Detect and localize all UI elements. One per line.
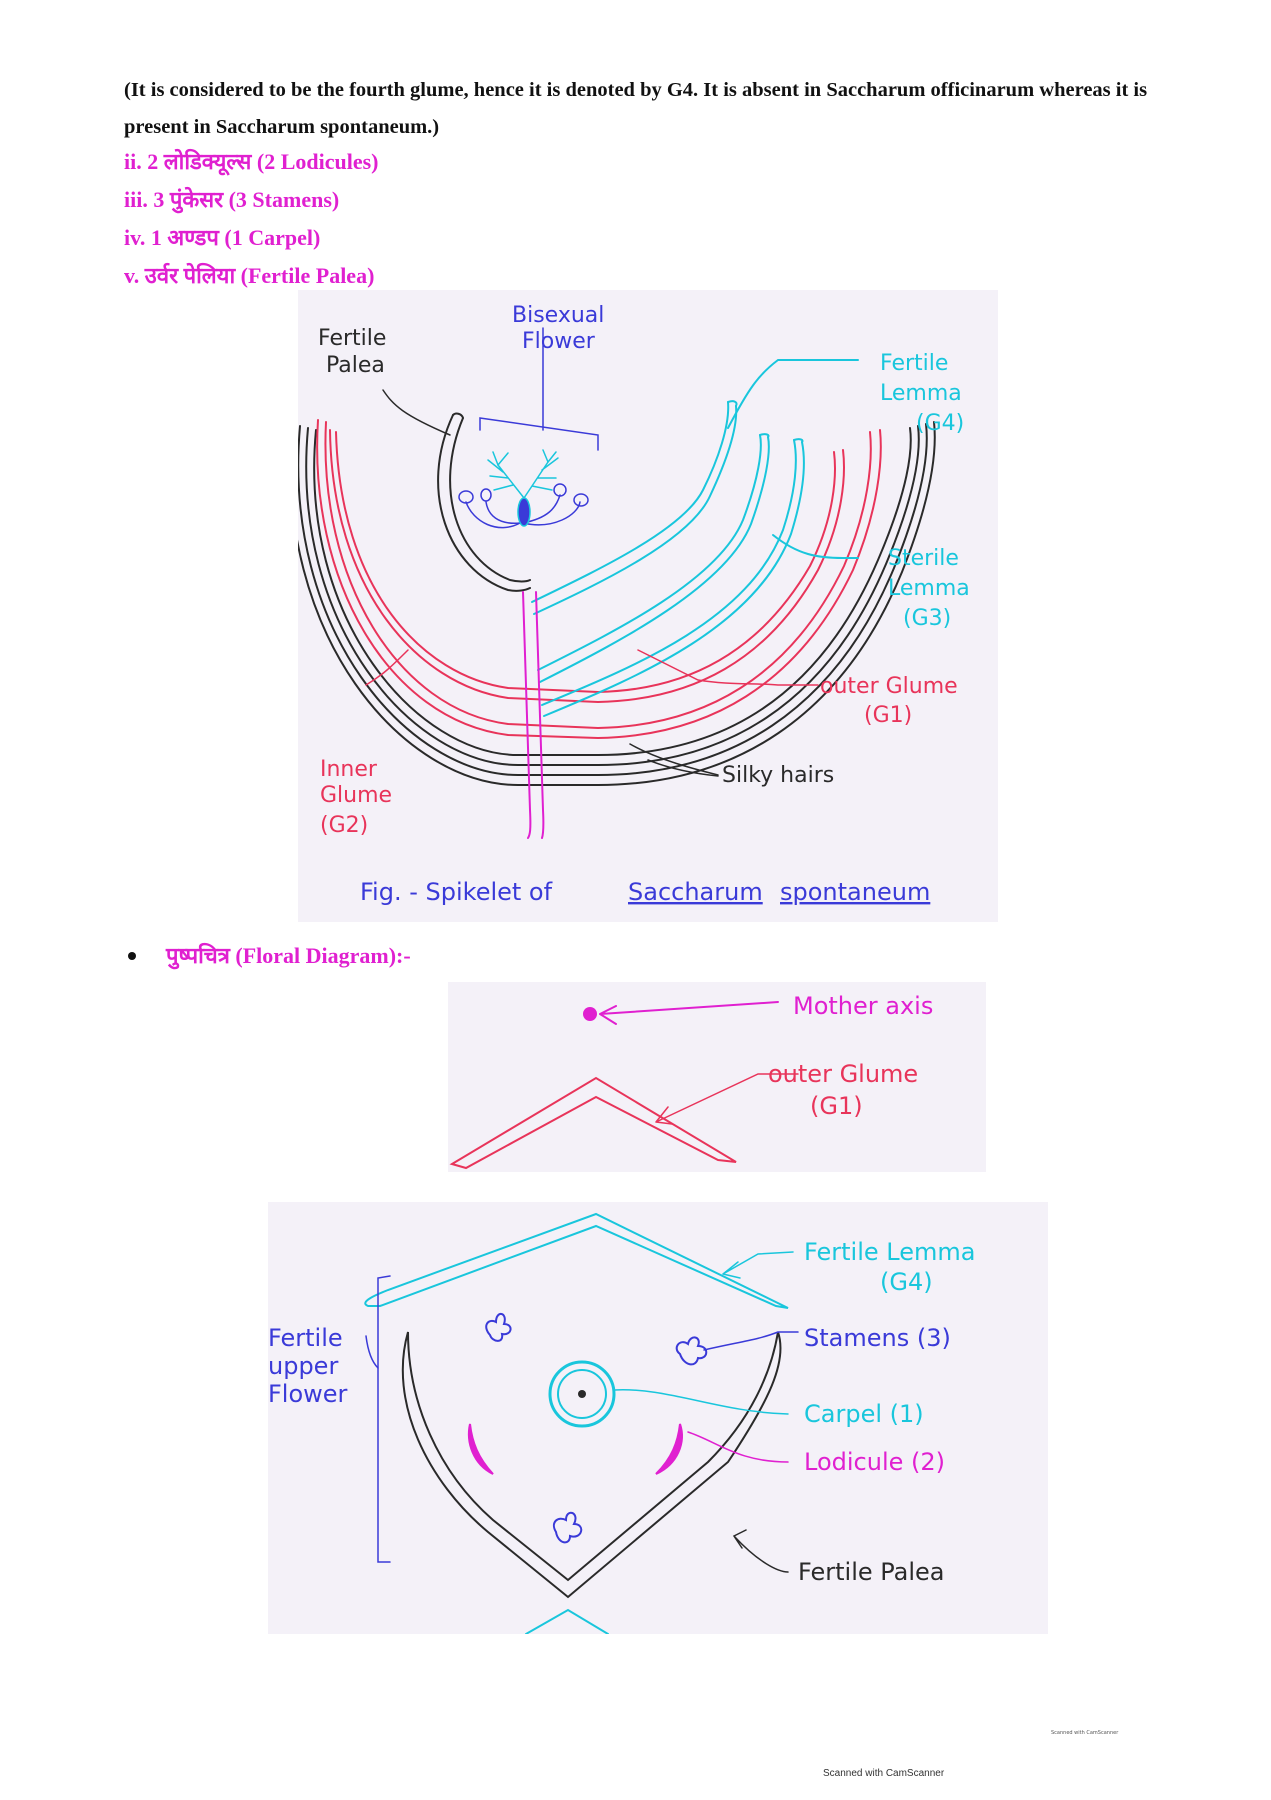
label-fertile-lemma-1: Fertile [880,351,948,376]
label-fertile-lemma-fd-2: (G4) [880,1268,933,1296]
label-fertile-upper-2: upper [268,1352,338,1380]
mother-axis-dot [583,1007,597,1021]
label-bisexual-2: Flower [522,329,596,354]
label-outer-glume-top-2: (G1) [810,1092,863,1120]
spikelet-figure: Fertile Palea Bisexual Flower Fertile Le… [298,290,998,922]
label-mother-axis: Mother axis [793,992,933,1020]
label-fertile-palea-1: Fertile [318,326,386,351]
caption-genus: Saccharum [628,878,763,906]
list-item-stamens: iii. 3 पुंकेसर (3 Stamens) [124,187,340,212]
label-fertile-upper-1: Fertile [268,1324,343,1352]
label-fertile-lemma-2: Lemma [880,381,962,406]
spikelet-drawing: Fertile Palea Bisexual Flower Fertile Le… [298,303,970,906]
label-inner-glume-2: Glume [320,783,392,808]
label-inner-glume-1: Inner [320,757,378,782]
floral-bottom-drawing: Fertile Lemma (G4) Stamens (3) Carpel (1… [268,1212,975,1634]
label-sterile-lemma-1: Sterile [888,546,959,571]
label-fertile-upper-3: Flower [268,1380,348,1408]
list-item-carpel: iv. 1 अण्डप (1 Carpel) [124,225,321,250]
bullet-dot [128,952,136,960]
label-sterile-lemma-2: Lemma [888,576,970,601]
label-outer-glume-1: outer Glume [820,674,958,699]
list-item-lodicules: ii. 2 लोडिक्यूल्स (2 Lodicules) [124,149,379,174]
label-fertile-lemma-fd-1: Fertile Lemma [804,1238,975,1266]
label-outer-glume-2: (G1) [864,703,912,728]
scan-watermark: Scanned with CamScanner [823,1768,945,1779]
floral-diagram-title: पुष्पचित्र (Floral Diagram):- [166,943,411,968]
floral-diagram-bottom: Fertile Lemma (G4) Stamens (3) Carpel (1… [268,1202,1048,1634]
carpel-center [578,1390,586,1398]
caption-prefix: Fig. - Spikelet of [360,878,553,906]
label-carpel: Carpel (1) [804,1400,924,1428]
floral-top-drawing: Mother axis outer Glume (G1) [449,992,933,1170]
floral-diagram-top: Mother axis outer Glume (G1) [448,982,986,1172]
label-sterile-lemma-3: (G3) [903,606,951,631]
label-silky-hairs: Silky hairs [722,763,834,788]
caption-species: spontaneum [780,878,930,906]
list-item-palea: v. उर्वर पेलिया (Fertile Palea) [124,263,375,288]
label-inner-glume-3: (G2) [320,813,368,838]
scan-watermark-small: Scanned with CamScanner [1051,1730,1119,1736]
label-stamens: Stamens (3) [804,1324,951,1352]
label-bisexual-1: Bisexual [512,303,604,328]
label-outer-glume-top-1: outer Glume [768,1060,918,1088]
label-fertile-palea-2: Palea [326,353,385,378]
label-lodicule: Lodicule (2) [804,1448,945,1476]
label-fertile-palea-fd: Fertile Palea [798,1558,945,1586]
intro-paragraph: (It is considered to be the fourth glume… [124,79,1148,138]
label-fertile-lemma-3: (G4) [916,411,964,436]
